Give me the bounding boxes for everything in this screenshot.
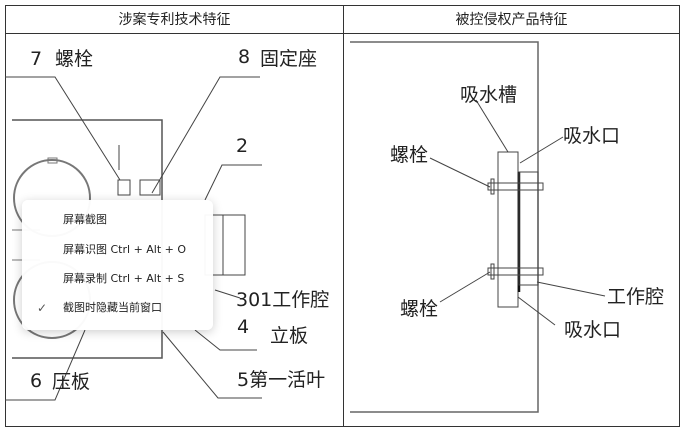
label-bolt-top: 螺栓 xyxy=(390,144,429,166)
context-menu: 屏幕截图 屏幕识图 Ctrl + Alt + O 屏幕录制 Ctrl + Alt… xyxy=(22,200,213,330)
label-press-plate: 压板 xyxy=(52,371,91,393)
header-patent-features: 涉案专利技术特征 xyxy=(6,6,343,34)
label-bolt-bottom: 螺栓 xyxy=(400,298,439,320)
menu-item-hide-window[interactable]: ✓ 截图时隐藏当前窗口 xyxy=(22,294,213,322)
label-2: 2 xyxy=(236,135,249,157)
label-suction-port-bottom: 吸水口 xyxy=(564,319,622,341)
label-fixed-seat: 固定座 xyxy=(260,48,318,70)
column-divider xyxy=(343,6,344,426)
menu-item-screen-recognition[interactable]: 屏幕识图 Ctrl + Alt + O xyxy=(22,236,213,264)
checkmark-icon: ✓ xyxy=(37,301,48,315)
label-bolt: 螺栓 xyxy=(55,48,94,70)
menu-item-label: 屏幕截图 xyxy=(63,213,107,226)
label-work-cavity-right: 工作腔 xyxy=(607,286,665,308)
label-7: 7 xyxy=(30,48,43,70)
menu-item-label: 屏幕录制 Ctrl + Alt + S xyxy=(63,272,185,285)
label-8: 8 xyxy=(238,46,251,68)
menu-item-label: 屏幕识图 Ctrl + Alt + O xyxy=(63,243,187,256)
menu-item-label: 截图时隐藏当前窗口 xyxy=(63,301,162,314)
label-first-hinge: 5第一活叶 xyxy=(237,369,326,391)
right-product-drawing xyxy=(350,41,606,413)
label-vertical-plate: 立板 xyxy=(270,325,309,347)
label-4: 4 xyxy=(237,316,250,338)
header-accused-product-features: 被控侵权产品特征 xyxy=(344,6,679,34)
label-suction-groove: 吸水槽 xyxy=(460,84,518,106)
comparison-table: 涉案专利技术特征 被控侵权产品特征 xyxy=(5,5,680,427)
label-6: 6 xyxy=(30,370,43,392)
label-work-cavity: 301工作腔 xyxy=(236,289,330,311)
menu-item-screen-recording[interactable]: 屏幕录制 Ctrl + Alt + S xyxy=(22,265,213,293)
menu-item-screenshot[interactable]: 屏幕截图 xyxy=(22,206,213,234)
label-suction-port-top: 吸水口 xyxy=(563,125,621,147)
